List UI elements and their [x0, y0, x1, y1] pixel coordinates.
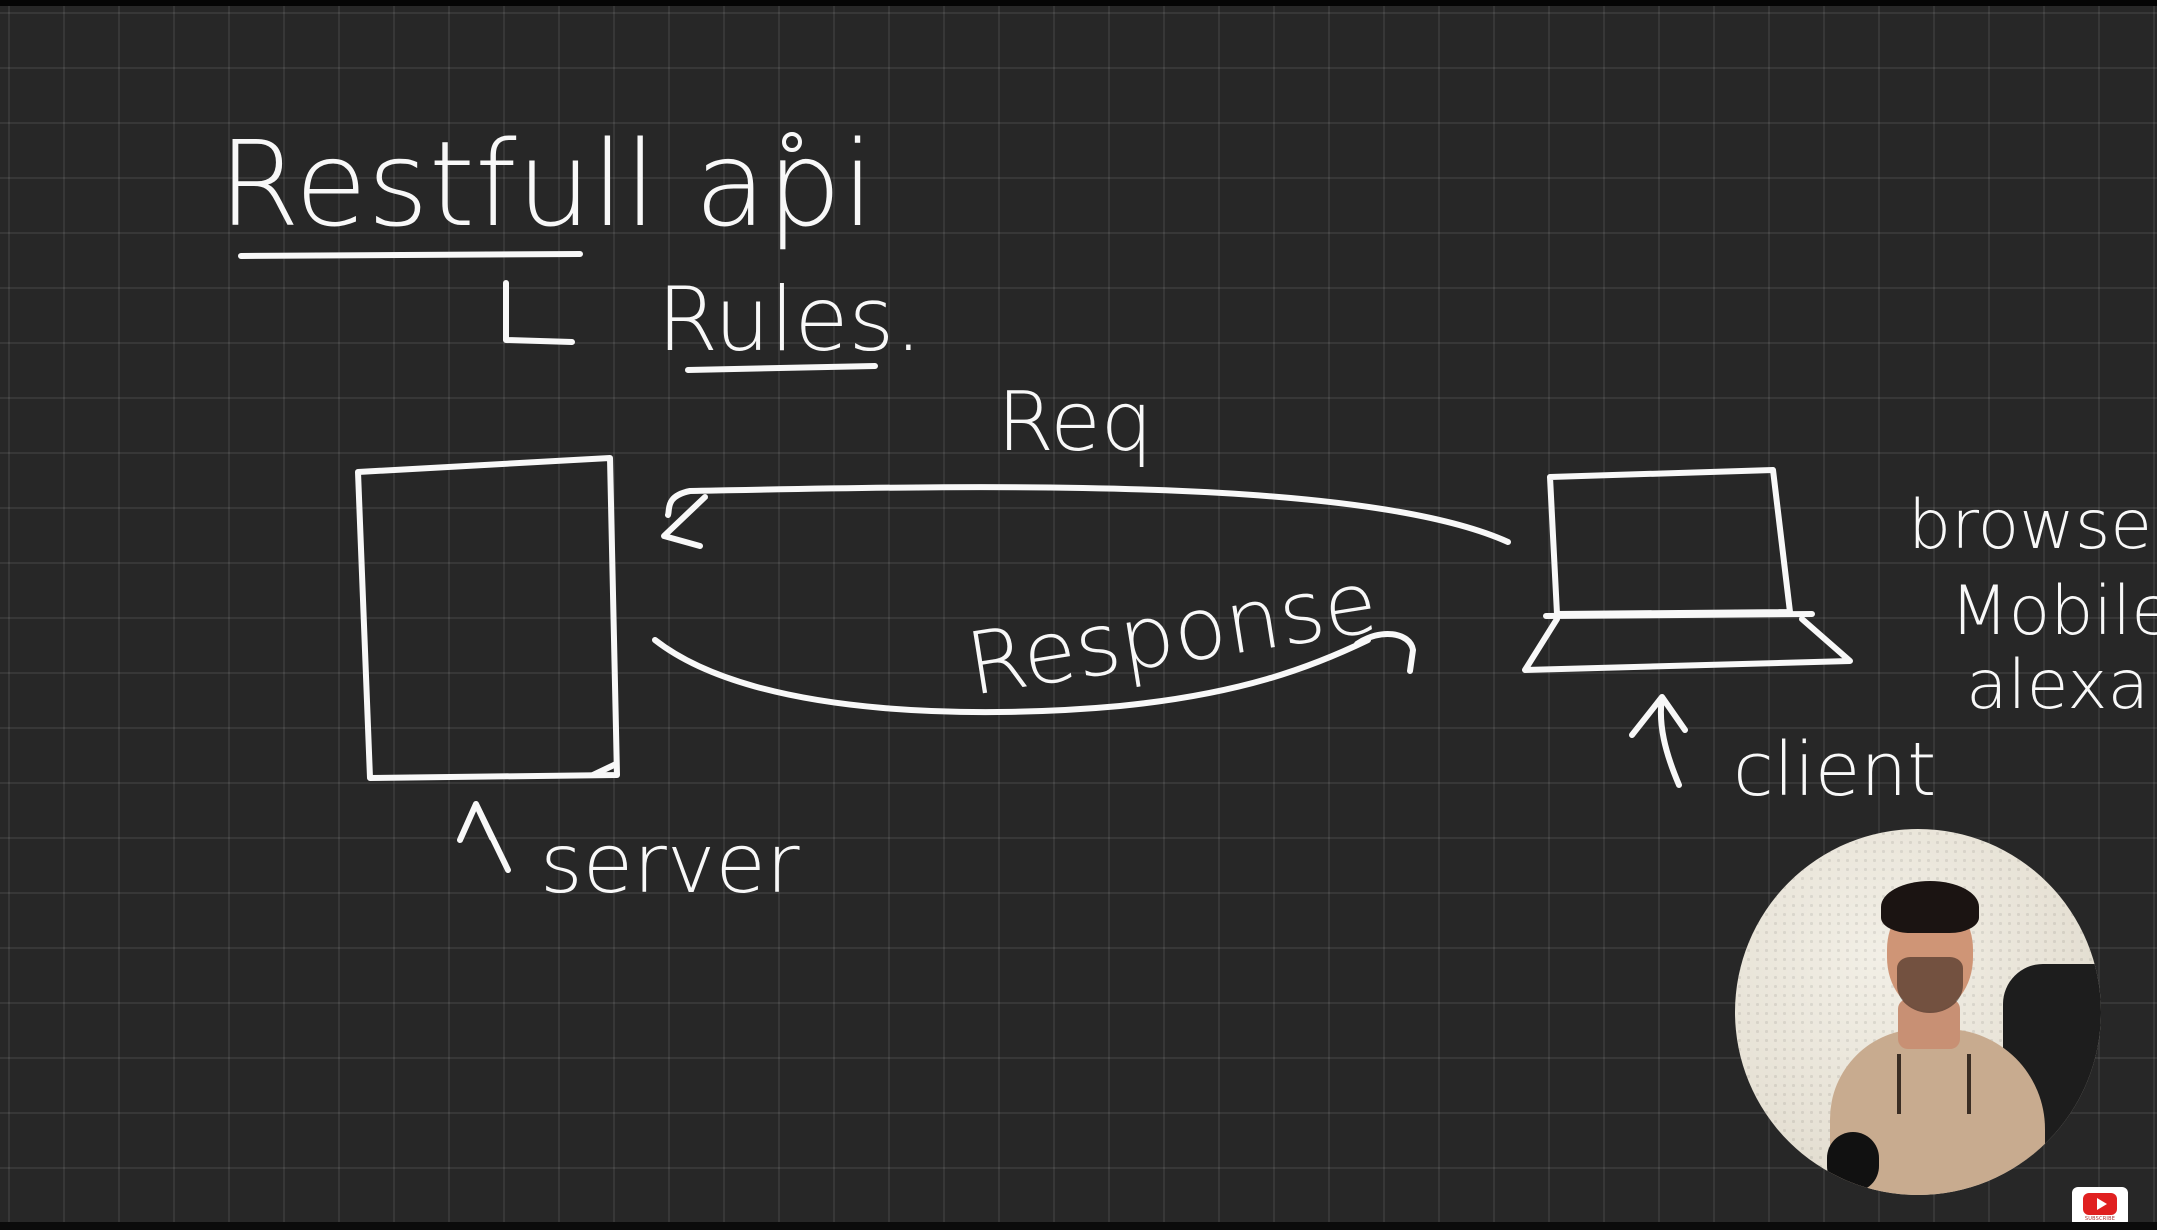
server-box-mark	[590, 761, 619, 778]
laptop-base	[1522, 616, 1853, 673]
client-example-browser: browser	[1908, 486, 2157, 565]
request-arrow	[665, 484, 1511, 545]
subtitle-underline	[685, 363, 878, 373]
laptop-screen	[1547, 467, 1793, 617]
hoodie-string	[1967, 1054, 1971, 1114]
title-dot	[782, 132, 802, 152]
title-underline	[238, 251, 583, 259]
presenter-webcam	[1735, 829, 2101, 1195]
youtube-subscribe-button[interactable]: SUBSCRIBE	[2072, 1187, 2128, 1227]
hoodie-string	[1897, 1054, 1901, 1114]
client-example-alexa: alexa	[1966, 646, 2149, 725]
client-example-mobile: Mobile	[1950, 572, 2157, 651]
client-pointer-arrow	[1629, 694, 1688, 788]
subscribe-label: SUBSCRIBE	[2084, 1216, 2116, 1222]
presenter-hair	[1881, 881, 1979, 933]
response-arrow-tip	[1354, 630, 1416, 674]
response-label: Response	[960, 552, 1384, 715]
presenter-beard	[1897, 957, 1963, 1013]
play-icon	[2097, 1198, 2107, 1210]
subtitle-text: Rules.	[657, 268, 922, 371]
response-arrow	[652, 637, 1371, 716]
top-edge	[0, 0, 2157, 6]
client-label: client	[1733, 727, 1936, 813]
bottom-edge	[0, 1222, 2157, 1230]
server-label: server	[540, 817, 800, 912]
title-text: Restfull api	[218, 115, 874, 253]
subtitle-bullet	[503, 280, 575, 345]
server-box	[355, 455, 620, 781]
request-label: Req	[997, 375, 1153, 470]
server-pointer-arrow	[457, 801, 511, 873]
microphone	[1827, 1132, 1879, 1192]
request-arrow-tip	[661, 494, 708, 549]
laptop-hinge	[1543, 611, 1815, 619]
